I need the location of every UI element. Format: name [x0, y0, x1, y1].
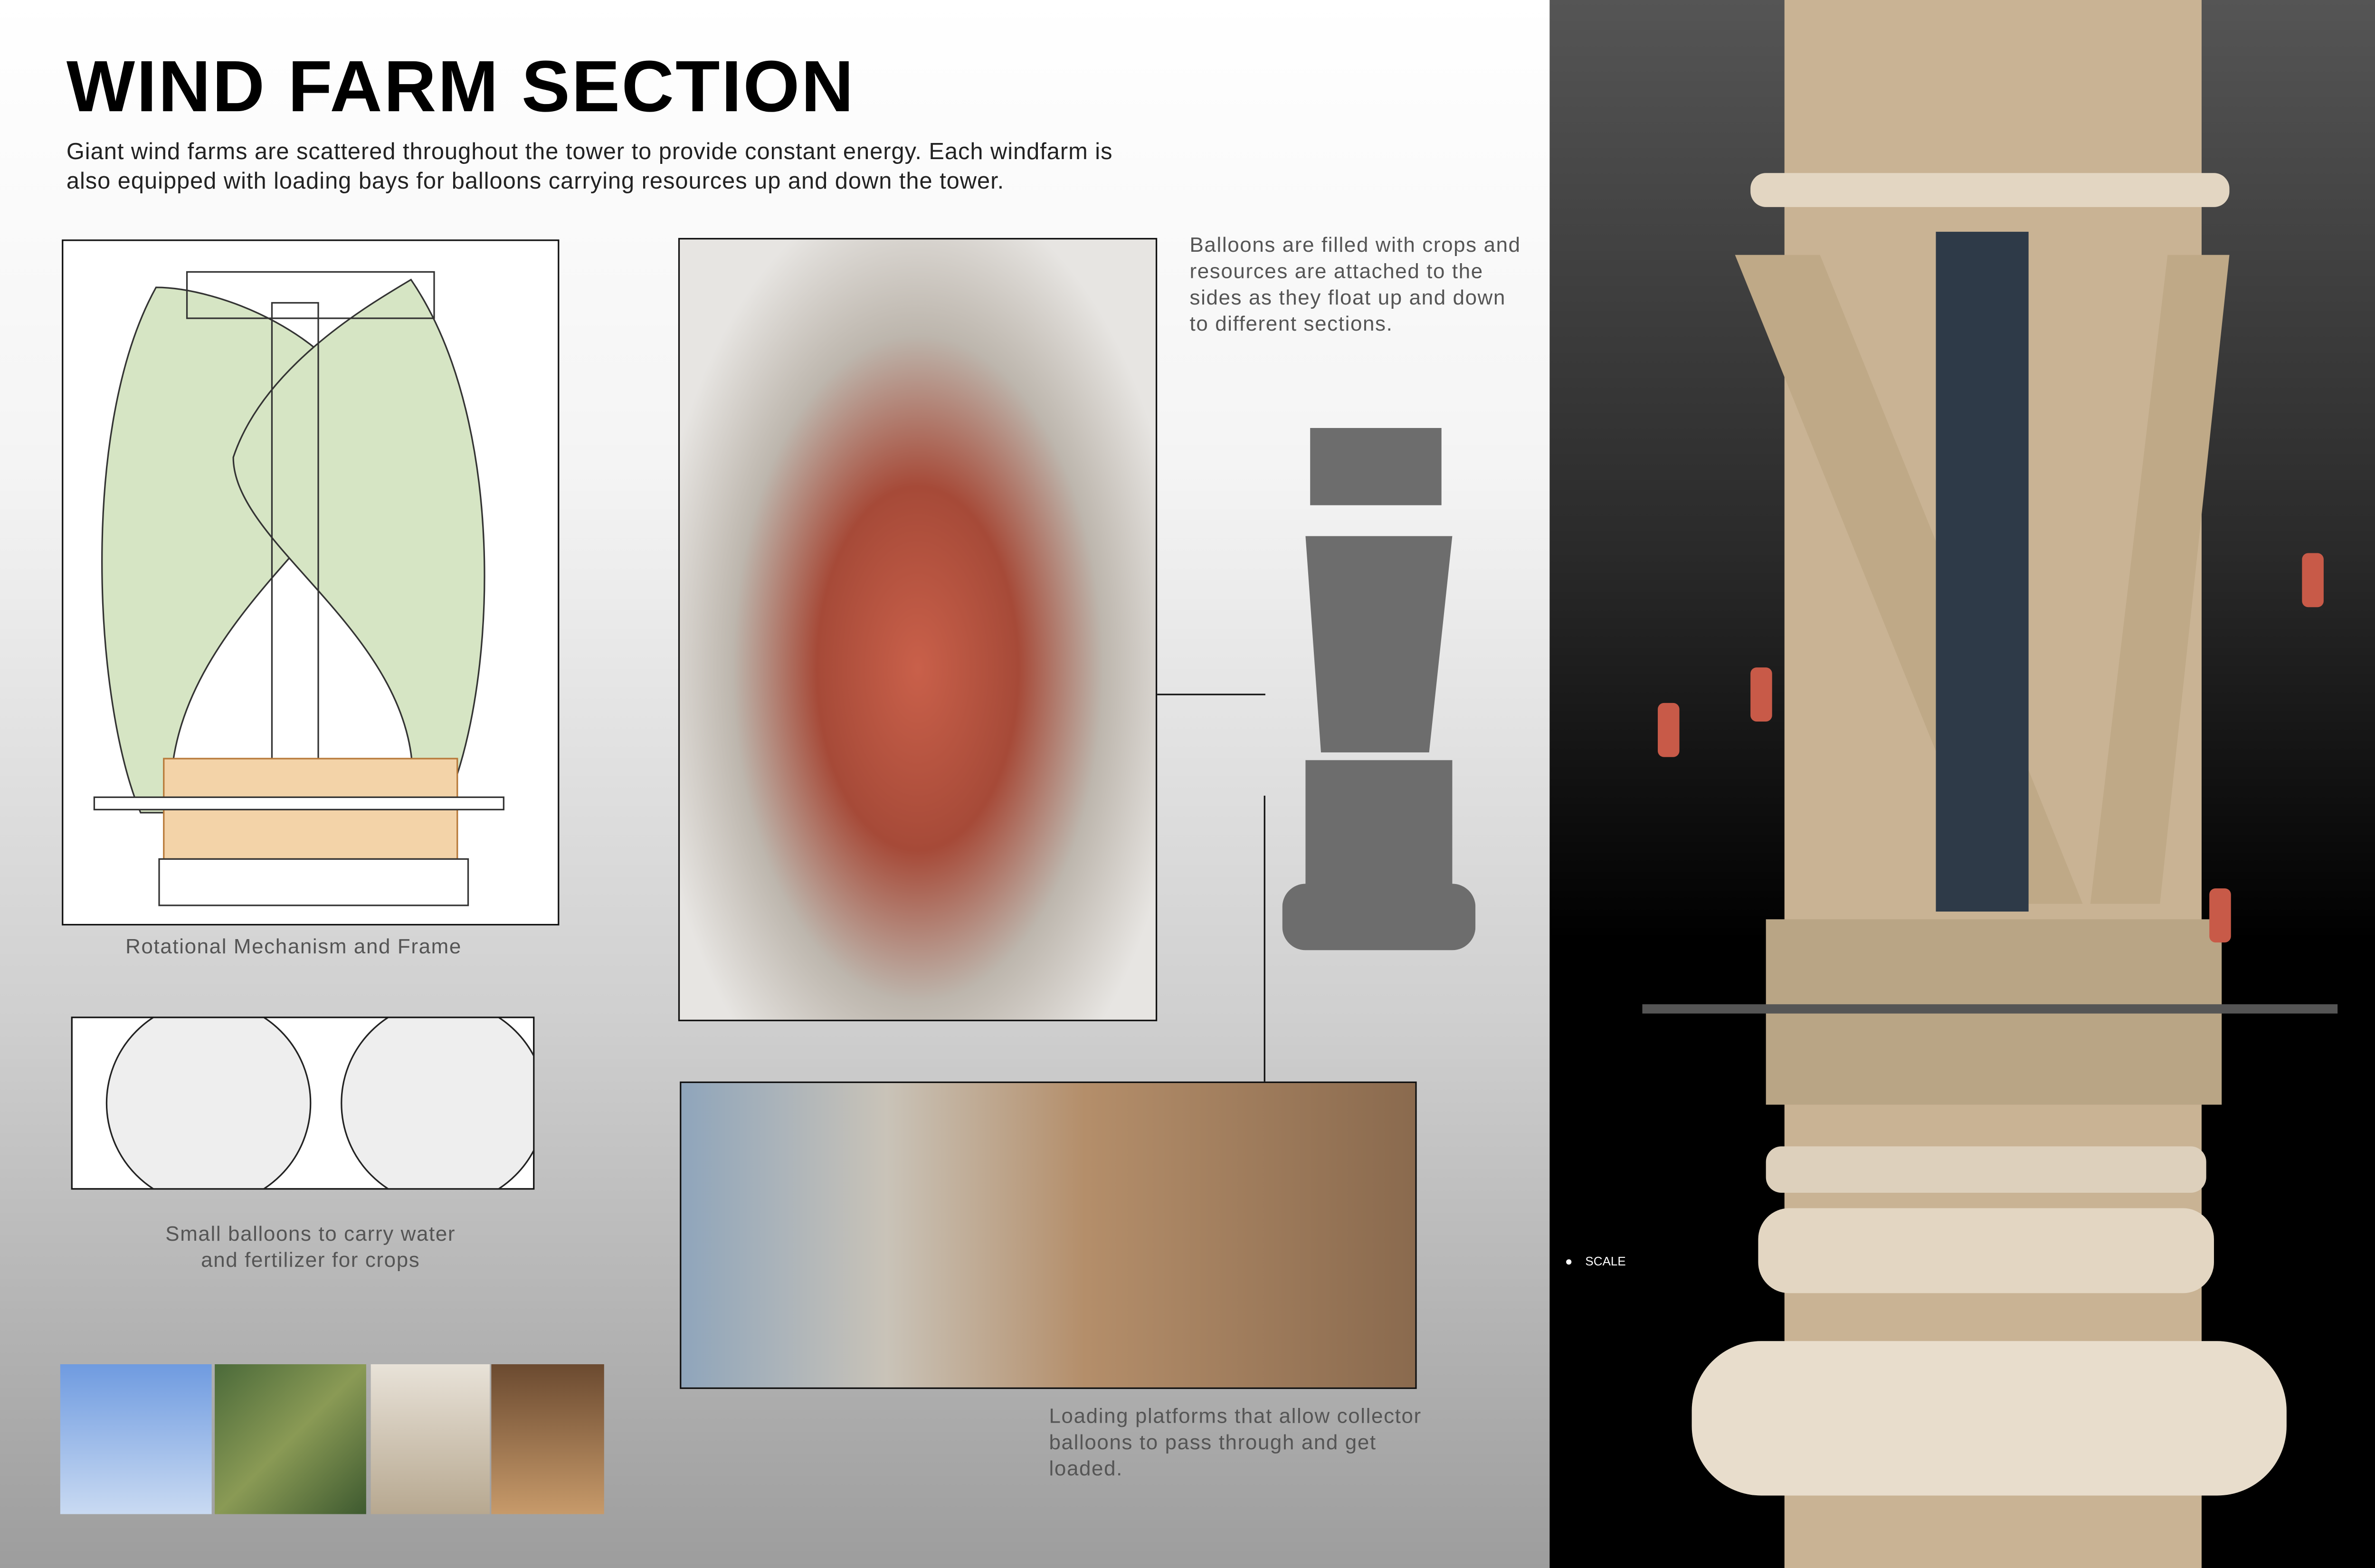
- mechanism-drawing: [62, 239, 560, 926]
- mechanism-caption: Rotational Mechanism and Frame: [125, 934, 462, 958]
- loading-caption: Loading platforms that allow collector b…: [1049, 1404, 1422, 1480]
- scale-indicator: ● SCALE: [1565, 1254, 1626, 1268]
- small-balloons-caption: Small balloons to carry water and fertil…: [71, 1221, 550, 1273]
- reference-wind-turbine-thumb: [60, 1364, 212, 1514]
- reference-lanterns-thumb: [370, 1364, 490, 1514]
- scale-label: SCALE: [1585, 1254, 1626, 1269]
- caption-line: and fertilizer for crops: [201, 1248, 420, 1272]
- tower-section-silhouette: [1282, 428, 1476, 950]
- tower-render-panel: [1549, 0, 2375, 1568]
- balloons-caption: Balloons are filled with crops and resou…: [1189, 233, 1521, 335]
- intro-text: Giant wind farms are scattered throughou…: [66, 139, 1113, 194]
- small-balloons-drawing: [71, 1000, 546, 1206]
- leader-line: [1264, 796, 1265, 1082]
- caption-line: Small balloons to carry water: [165, 1222, 456, 1245]
- reference-fields-thumb: [215, 1364, 366, 1514]
- page-title: WIND FARM SECTION: [66, 45, 855, 127]
- balloon-render-photo: [678, 238, 1158, 1021]
- leader-line: [1157, 694, 1265, 695]
- person-scale-icon: ●: [1565, 1254, 1573, 1269]
- loading-platform-photo: [680, 1081, 1417, 1389]
- reference-courtyard-thumb: [491, 1364, 604, 1514]
